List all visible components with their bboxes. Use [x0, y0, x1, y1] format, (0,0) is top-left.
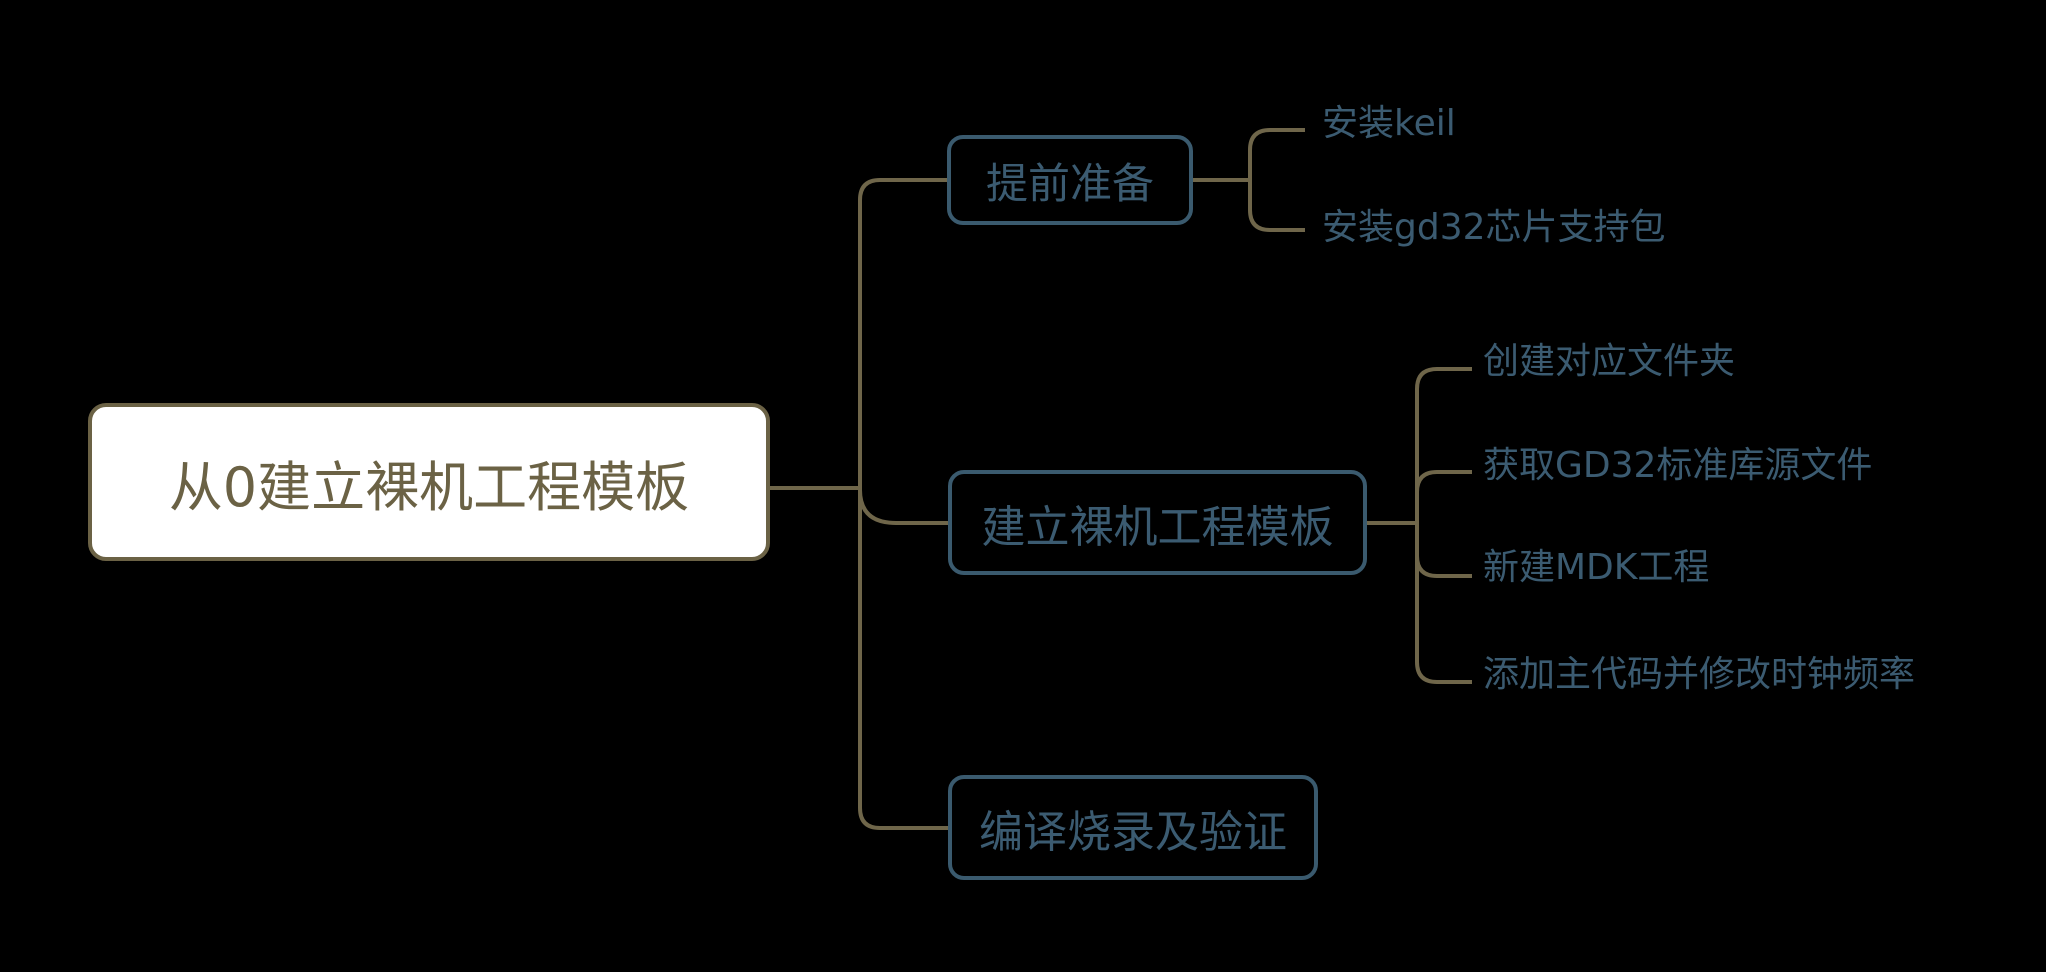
subtopic-install-gd32-pack[interactable]: 安装gd32芯片支持包: [1322, 207, 1666, 248]
main-topic-verify[interactable]: 编译烧录及验证: [948, 775, 1318, 880]
subtopic-new-mdk-project[interactable]: 新建MDK工程: [1483, 547, 1710, 588]
connector-to-branch-verify: [858, 488, 948, 830]
subtopic-create-folders[interactable]: 创建对应文件夹: [1483, 341, 1736, 382]
connector-to-branch-prepare: [858, 178, 947, 488]
connector-to-leaf-folders: [1415, 367, 1472, 523]
main-topic-prepare[interactable]: 提前准备: [947, 135, 1193, 225]
connector-to-leaf-library: [1415, 470, 1472, 523]
connector-to-leaf-maincode: [1415, 523, 1472, 684]
subtopic-get-gd32-library[interactable]: 获取GD32标准库源文件: [1483, 445, 1873, 486]
connector-to-leaf-gd32pack: [1248, 180, 1305, 232]
central-topic[interactable]: 从0建立裸机工程模板: [88, 403, 770, 561]
connector-to-leaf-mdk: [1415, 523, 1472, 578]
subtopic-add-main-code-clock[interactable]: 添加主代码并修改时钟频率: [1483, 654, 1916, 695]
connector-to-branch-template: [858, 489, 948, 525]
main-topic-template[interactable]: 建立裸机工程模板: [948, 470, 1367, 575]
connector-to-leaf-keil: [1248, 128, 1305, 180]
subtopic-install-keil[interactable]: 安装keil: [1322, 103, 1456, 144]
